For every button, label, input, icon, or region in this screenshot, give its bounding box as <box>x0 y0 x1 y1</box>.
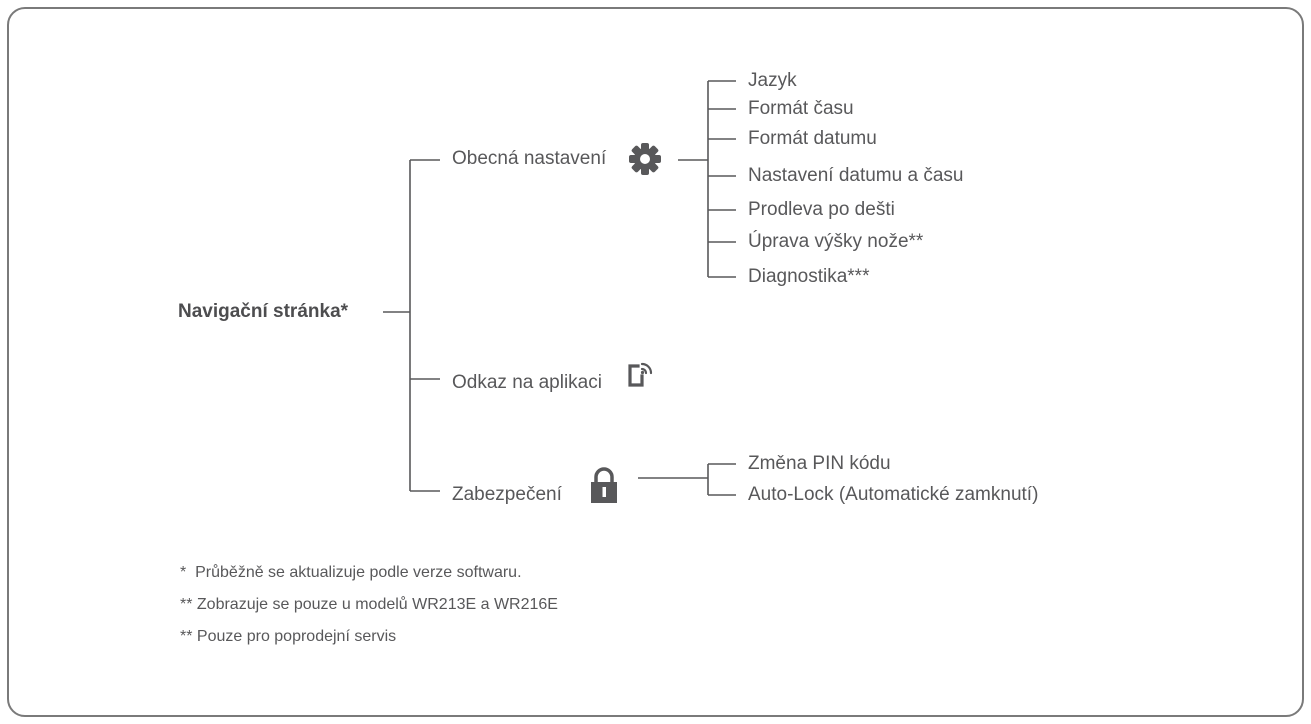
security-item-auto-lock: Auto-Lock (Automatické zamknutí) <box>748 484 1039 505</box>
root-node-label: Navigační stránka* <box>178 301 349 322</box>
general-item-date-format: Formát datumu <box>748 128 877 149</box>
general-item-time-format: Formát času <box>748 98 854 119</box>
general-settings-label: Obecná nastavení <box>452 148 607 169</box>
security-item-pin-change: Změna PIN kódu <box>748 453 891 474</box>
app-link-label: Odkaz na aplikaci <box>452 372 602 393</box>
phone-wireless-icon <box>628 362 653 387</box>
footnote-models: ** Zobrazuje se pouze u modelů WR213E a … <box>180 596 558 613</box>
general-item-date-time-setting: Nastavení datumu a času <box>748 165 964 186</box>
lock-icon <box>591 467 617 503</box>
gear-icon <box>629 143 661 175</box>
footnote-service: ** Pouze pro poprodejní servis <box>180 628 397 645</box>
general-item-blade-height: Úprava výšky nože** <box>748 231 924 252</box>
general-item-rain-delay: Prodleva po dešti <box>748 199 895 220</box>
diagram-frame <box>7 7 1304 717</box>
footnote-software-updates: * Průběžně se aktualizuje podle verze so… <box>180 564 522 581</box>
general-item-diagnostics: Diagnostika*** <box>748 266 870 287</box>
security-label: Zabezpečení <box>452 484 562 505</box>
general-item-language: Jazyk <box>748 70 797 91</box>
